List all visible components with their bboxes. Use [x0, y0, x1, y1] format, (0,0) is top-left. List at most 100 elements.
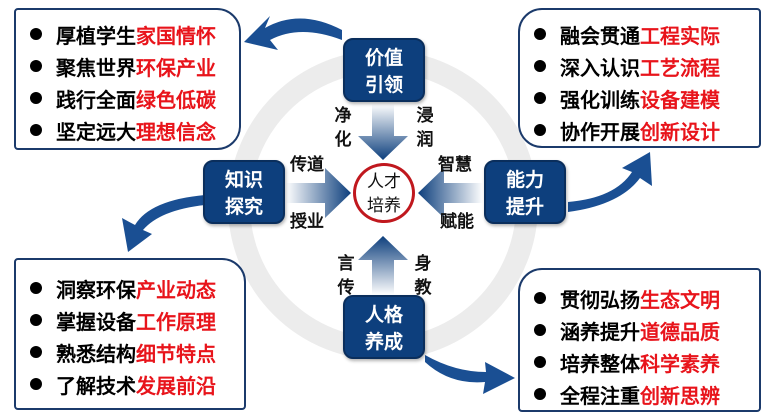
item-text: 深入认识 — [560, 55, 640, 80]
label-words: 言传 — [337, 252, 355, 300]
node-knowledge-exploration: 知识探究 — [203, 160, 285, 224]
item-text: 厚植学生 — [56, 23, 136, 48]
node-personality-cultivation: 人格养成 — [343, 295, 425, 359]
list-item: 深入认识工艺流程 — [534, 50, 759, 82]
label-char: 浸 — [416, 106, 434, 126]
bullet-icon — [534, 124, 546, 136]
item-highlight: 生态文明 — [640, 287, 720, 312]
card-top-left: 厚植学生家国情怀 聚焦世界环保产业 践行全面绿色低碳 坚定远大理想信念 — [14, 8, 241, 150]
center-text: 培养 — [367, 196, 401, 216]
item-text: 贯彻弘扬 — [560, 287, 640, 312]
item-highlight: 工程实际 — [640, 23, 720, 48]
list-item: 坚定远大理想信念 — [30, 114, 239, 146]
list-item: 培养整体科学素养 — [534, 346, 759, 378]
card-bottom-right: 贯彻弘扬生态文明 涵养提升道德品质 培养整体科学素养 全程注重创新思辨 — [518, 268, 761, 412]
center-talent-cultivation: 人才培养 — [353, 163, 415, 223]
item-highlight: 细节特点 — [136, 341, 216, 366]
item-text: 强化训练 — [560, 87, 640, 112]
item-highlight: 工艺流程 — [640, 55, 720, 80]
item-highlight: 创新思辨 — [640, 383, 720, 408]
list-item: 全程注重创新思辨 — [534, 378, 759, 410]
item-text: 协作开展 — [560, 119, 640, 144]
bullet-icon — [30, 346, 42, 358]
bullet-icon — [534, 388, 546, 400]
item-text: 熟悉结构 — [56, 341, 136, 366]
bullet-icon — [30, 378, 42, 390]
bullet-icon — [30, 314, 42, 326]
node-value-guidance: 价值引领 — [343, 38, 425, 102]
list-item: 熟悉结构细节特点 — [30, 336, 244, 368]
bullet-icon — [30, 282, 42, 294]
label-preach: 传道 — [290, 155, 324, 175]
arrow-down — [358, 104, 408, 160]
list-item: 强化训练设备建模 — [534, 82, 759, 114]
node-text: 提升 — [505, 196, 544, 218]
item-text: 培养整体 — [560, 351, 640, 376]
arrow-up — [358, 236, 408, 295]
label-char: 言 — [337, 254, 355, 274]
list-item: 掌握设备工作原理 — [30, 304, 244, 336]
item-highlight: 理想信念 — [136, 119, 216, 144]
node-text: 知识 — [224, 169, 263, 191]
bullet-icon — [534, 92, 546, 104]
node-text: 人格 — [364, 304, 403, 326]
label-teach: 授业 — [290, 212, 324, 232]
list-item: 厚植学生家国情怀 — [30, 18, 239, 50]
item-text: 了解技术 — [56, 373, 136, 398]
bullet-icon — [534, 356, 546, 368]
list-item: 践行全面绿色低碳 — [30, 82, 239, 114]
label-char: 化 — [334, 130, 352, 150]
curved-arrow-right — [568, 152, 652, 212]
bullet-icon — [30, 124, 42, 136]
label-wisdom: 智慧 — [438, 155, 472, 175]
list-item: 了解技术发展前沿 — [30, 368, 244, 400]
item-text: 践行全面 — [56, 87, 136, 112]
bullet-icon — [30, 28, 42, 40]
list-item: 洞察环保产业动态 — [30, 272, 244, 304]
label-char: 身 — [414, 254, 432, 274]
card-top-right: 融会贯通工程实际 深入认识工艺流程 强化训练设备建模 协作开展创新设计 — [518, 8, 761, 148]
bullet-icon — [534, 60, 546, 72]
item-highlight: 设备建模 — [640, 87, 720, 112]
item-highlight: 绿色低碳 — [136, 87, 216, 112]
item-text: 融会贯通 — [560, 23, 640, 48]
curved-arrow-top-left — [244, 16, 342, 50]
node-text: 能力 — [505, 169, 544, 191]
label-example: 身教 — [414, 252, 432, 300]
node-text: 引领 — [364, 74, 403, 96]
list-item: 聚焦世界环保产业 — [30, 50, 239, 82]
bullet-icon — [534, 28, 546, 40]
label-char: 润 — [416, 130, 434, 150]
curved-arrow-left — [122, 195, 205, 252]
item-highlight: 工作原理 — [136, 309, 216, 334]
list-item: 贯彻弘扬生态文明 — [534, 282, 759, 314]
label-immerse: 浸润 — [416, 104, 434, 152]
label-char: 净 — [334, 106, 352, 126]
item-highlight: 发展前沿 — [136, 373, 216, 398]
list-item: 涵养提升道德品质 — [534, 314, 759, 346]
item-highlight: 产业动态 — [136, 277, 216, 302]
node-text: 价值 — [364, 47, 403, 69]
item-highlight: 创新设计 — [640, 119, 720, 144]
bullet-icon — [534, 292, 546, 304]
arrow-right — [286, 168, 351, 218]
item-highlight: 科学素养 — [640, 351, 720, 376]
bullet-icon — [30, 92, 42, 104]
center-text: 人才 — [367, 172, 401, 192]
node-text: 养成 — [364, 331, 403, 353]
label-char: 教 — [414, 278, 432, 298]
item-text: 坚定远大 — [56, 119, 136, 144]
label-char: 传 — [337, 278, 355, 298]
node-text: 探究 — [224, 196, 263, 218]
item-text: 洞察环保 — [56, 277, 136, 302]
item-text: 聚焦世界 — [56, 55, 136, 80]
curved-arrow-bottom — [425, 355, 515, 394]
item-highlight: 环保产业 — [136, 55, 216, 80]
item-text: 掌握设备 — [56, 309, 136, 334]
card-bottom-left: 洞察环保产业动态 掌握设备工作原理 熟悉结构细节特点 了解技术发展前沿 — [14, 258, 246, 410]
item-text: 涵养提升 — [560, 319, 640, 344]
list-item: 融会贯通工程实际 — [534, 18, 759, 50]
item-text: 全程注重 — [560, 383, 640, 408]
arrow-left — [418, 168, 483, 218]
